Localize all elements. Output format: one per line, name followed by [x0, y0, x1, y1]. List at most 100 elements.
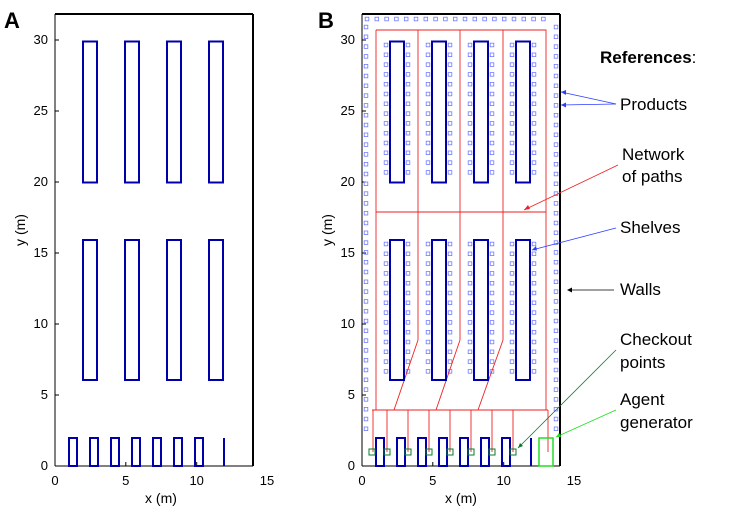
ref-generator-arrowhead [556, 433, 561, 437]
product-marker [425, 369, 431, 374]
product-marker [405, 300, 411, 305]
product-marker [363, 328, 369, 333]
product-marker [425, 130, 431, 136]
product-marker [553, 93, 559, 98]
product-marker [383, 329, 389, 335]
product-marker [553, 220, 559, 226]
product-marker [509, 52, 515, 57]
product-marker [452, 16, 458, 22]
product-marker [553, 240, 559, 245]
product-marker [383, 111, 389, 116]
product-marker [509, 111, 515, 116]
checkout-counter [68, 437, 78, 467]
product-marker [531, 320, 537, 325]
product-marker [531, 62, 537, 67]
panel-b: B 0 5 10 15 0 5 10 15 20 25 30 x (m) [318, 8, 581, 506]
product-marker [492, 16, 497, 22]
product-marker [383, 339, 389, 345]
product-marker [447, 91, 453, 97]
product-marker [363, 397, 369, 402]
product-marker [553, 279, 559, 284]
product-marker [425, 42, 431, 48]
product-marker [363, 73, 369, 79]
product-marker [553, 161, 559, 167]
product-marker [363, 416, 369, 422]
product-marker [467, 121, 473, 126]
product-marker [553, 113, 559, 118]
product-marker [383, 140, 389, 146]
product-marker [489, 140, 495, 146]
product-marker [553, 289, 559, 294]
product-marker [405, 130, 411, 136]
product-marker [363, 113, 369, 118]
product-marker [363, 93, 369, 98]
product-marker [509, 261, 515, 266]
product-marker [467, 290, 473, 296]
panel-b-checkout-points [368, 448, 517, 456]
product-marker [467, 300, 473, 305]
path-segment [477, 339, 504, 411]
product-marker [553, 171, 559, 177]
panel-a-ytick: 30 [34, 32, 48, 47]
product-marker [425, 310, 431, 315]
shelf [208, 239, 224, 381]
product-marker [467, 42, 473, 48]
product-marker [423, 16, 428, 22]
shelf [515, 40, 531, 184]
product-marker [509, 42, 515, 48]
product-marker [383, 121, 389, 126]
product-marker [363, 426, 369, 431]
product-marker [467, 170, 473, 175]
checkout-point [425, 448, 433, 456]
product-marker [553, 83, 559, 88]
product-marker [531, 160, 537, 165]
product-marker [363, 64, 369, 69]
ref-paths-label-line2: of paths [622, 167, 683, 186]
ref-checkout-label-line2: points [620, 353, 665, 372]
product-marker [425, 140, 431, 146]
product-marker [509, 310, 515, 315]
product-marker [403, 16, 409, 22]
product-marker [489, 310, 495, 315]
product-marker [553, 397, 559, 402]
product-marker [363, 348, 369, 353]
panel-b-ylabel: y (m) [319, 214, 335, 246]
product-marker [509, 320, 515, 325]
product-marker [383, 72, 389, 77]
shelf [82, 239, 98, 381]
product-marker [363, 406, 369, 412]
product-marker [383, 52, 389, 57]
product-marker [447, 300, 453, 305]
product-marker [553, 54, 559, 59]
product-marker [413, 16, 419, 22]
product-marker [489, 91, 495, 97]
product-marker [405, 170, 411, 175]
panel-b-xtick: 10 [496, 473, 510, 488]
product-marker [363, 181, 369, 186]
product-marker [509, 359, 515, 364]
product-marker [467, 52, 473, 57]
panel-a-ytick: 5 [41, 387, 48, 402]
product-marker [531, 271, 537, 276]
product-marker [394, 16, 399, 22]
product-marker [489, 329, 495, 335]
product-marker [509, 160, 515, 165]
product-marker [553, 338, 559, 343]
product-marker [531, 170, 537, 175]
product-marker [425, 121, 431, 126]
product-marker [489, 290, 495, 296]
path-segment [393, 339, 419, 411]
product-marker [383, 91, 389, 97]
product-marker [405, 261, 411, 266]
product-marker [553, 44, 559, 49]
product-marker [489, 150, 495, 155]
product-marker [509, 241, 515, 247]
product-marker [531, 150, 537, 155]
product-marker [553, 64, 559, 69]
product-marker [383, 369, 389, 374]
ref-generator-label-line2: generator [620, 413, 693, 432]
panel-a-ytick: 15 [34, 245, 48, 260]
product-marker [553, 318, 559, 324]
panel-b-xlabel: x (m) [445, 490, 477, 506]
product-marker [509, 369, 515, 374]
